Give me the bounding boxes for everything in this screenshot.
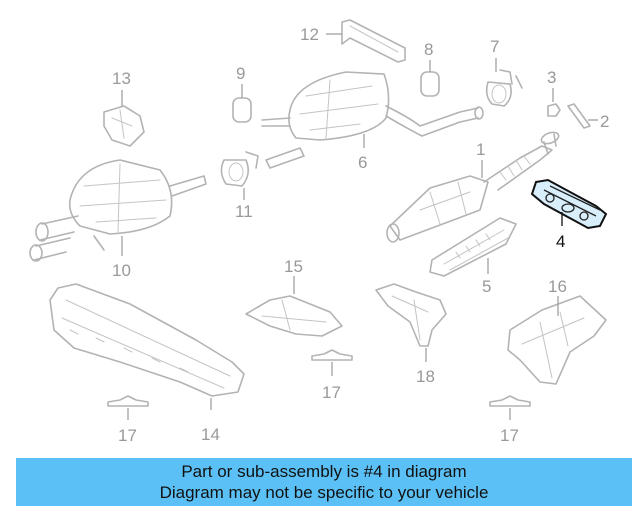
callout-16: 16	[548, 277, 567, 296]
callout-4: 4	[556, 232, 565, 251]
callout-8: 8	[424, 40, 433, 59]
part-14-long-heat-shield: 14	[49, 283, 245, 444]
callout-13: 13	[112, 69, 131, 88]
callout-17-1: 17	[118, 426, 137, 445]
part-9-rubber-hanger: 9	[232, 64, 252, 123]
callout-17-2: 17	[322, 383, 341, 402]
callout-18: 18	[416, 367, 435, 386]
part-8-rubber-hanger: 8	[420, 40, 440, 97]
part-18-heat-shield: 18	[375, 283, 447, 386]
callout-5: 5	[482, 277, 491, 296]
part-12-hanger-bracket: 12	[300, 19, 406, 63]
callout-3: 3	[547, 68, 556, 87]
banner-line-part-info: Part or sub-assembly is #4 in diagram	[181, 462, 467, 481]
banner-line-disclaimer: Diagram may not be specific to your vehi…	[159, 483, 489, 502]
callout-10: 10	[112, 261, 131, 280]
part-4-heat-shield-highlighted: 4	[530, 178, 608, 251]
part-15-heat-shield: 15	[245, 257, 343, 337]
callout-7: 7	[490, 37, 499, 56]
callout-11: 11	[235, 202, 253, 221]
part-16-bracket: 16	[507, 277, 607, 385]
info-banner: Part or sub-assembly is #4 in diagram Di…	[16, 458, 632, 506]
part-10-rear-muffler: 10	[29, 159, 207, 280]
part-17-clip-3: 17	[489, 395, 531, 445]
part-7-clamp: 7	[485, 37, 523, 107]
part-1-front-pipe-catalytic-converter: 1	[386, 131, 560, 243]
part-5-heat-shield: 5	[429, 217, 517, 296]
callout-9: 9	[236, 64, 245, 83]
part-6-center-muffler: 6	[261, 71, 484, 172]
callout-1: 1	[476, 140, 485, 159]
part-17-clip-2: 17	[311, 349, 353, 402]
part-13-mount-bracket: 13	[103, 69, 145, 147]
callout-14: 14	[201, 425, 220, 444]
callout-15: 15	[284, 257, 303, 276]
exhaust-parts-diagram: 12 8 7 9 13 3 2	[29, 19, 609, 445]
part-3-nut: 3	[547, 68, 561, 117]
part-17-clip-1: 17	[107, 395, 149, 445]
callout-17-3: 17	[500, 426, 519, 445]
part-11-clamp: 11	[220, 151, 259, 221]
callout-12: 12	[300, 25, 319, 44]
callout-6: 6	[358, 153, 367, 172]
callout-2: 2	[600, 112, 609, 131]
part-2-gasket: 2	[567, 103, 609, 131]
